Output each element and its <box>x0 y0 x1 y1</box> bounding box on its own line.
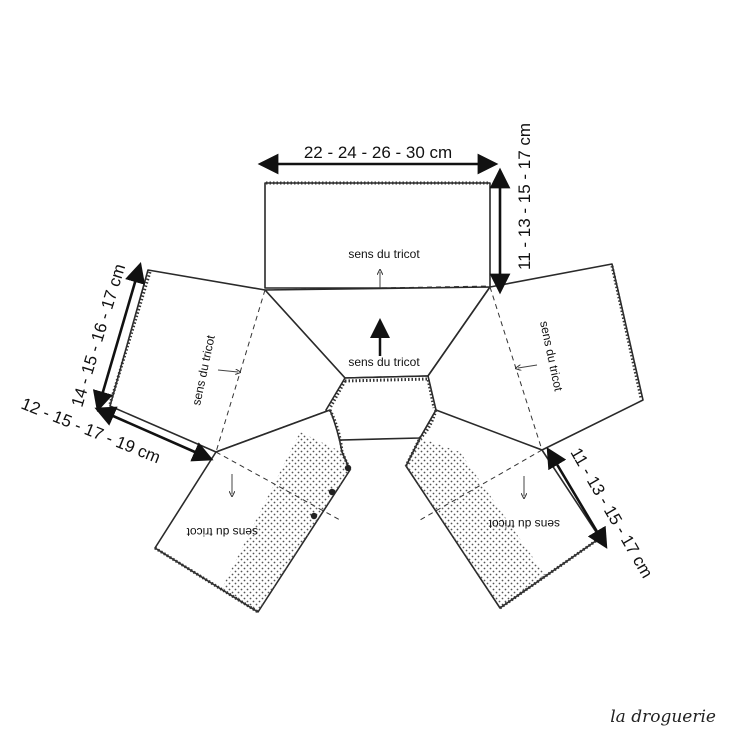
button-icon <box>328 488 336 496</box>
knit-direction-label-yoke: sens du tricot <box>348 355 420 369</box>
top-width-label: 22 - 24 - 26 - 30 cm <box>304 143 452 162</box>
dimension-line-right-front <box>546 447 608 549</box>
knit-direction-label-right-front: sens du tricot <box>488 517 560 531</box>
neck-opening <box>325 375 437 441</box>
back-panel <box>264 181 491 291</box>
dimension-line-left-front <box>94 406 214 462</box>
dimension-line-left-sleeve <box>92 262 146 412</box>
knit-direction-arrow-left <box>217 370 238 372</box>
button-icon <box>344 464 352 472</box>
right-front-panel <box>404 409 601 610</box>
knit-direction-label-left-front: sens du tricot <box>186 525 258 539</box>
button-icon <box>310 512 318 520</box>
left-front-panel <box>154 409 352 614</box>
knit-direction-label-back: sens du tricot <box>348 247 420 261</box>
brand-logo: la droguerie <box>610 707 716 727</box>
back-height-label: 11 - 13 - 15 - 17 cm <box>515 123 534 270</box>
knit-direction-arrow-right <box>518 364 538 368</box>
